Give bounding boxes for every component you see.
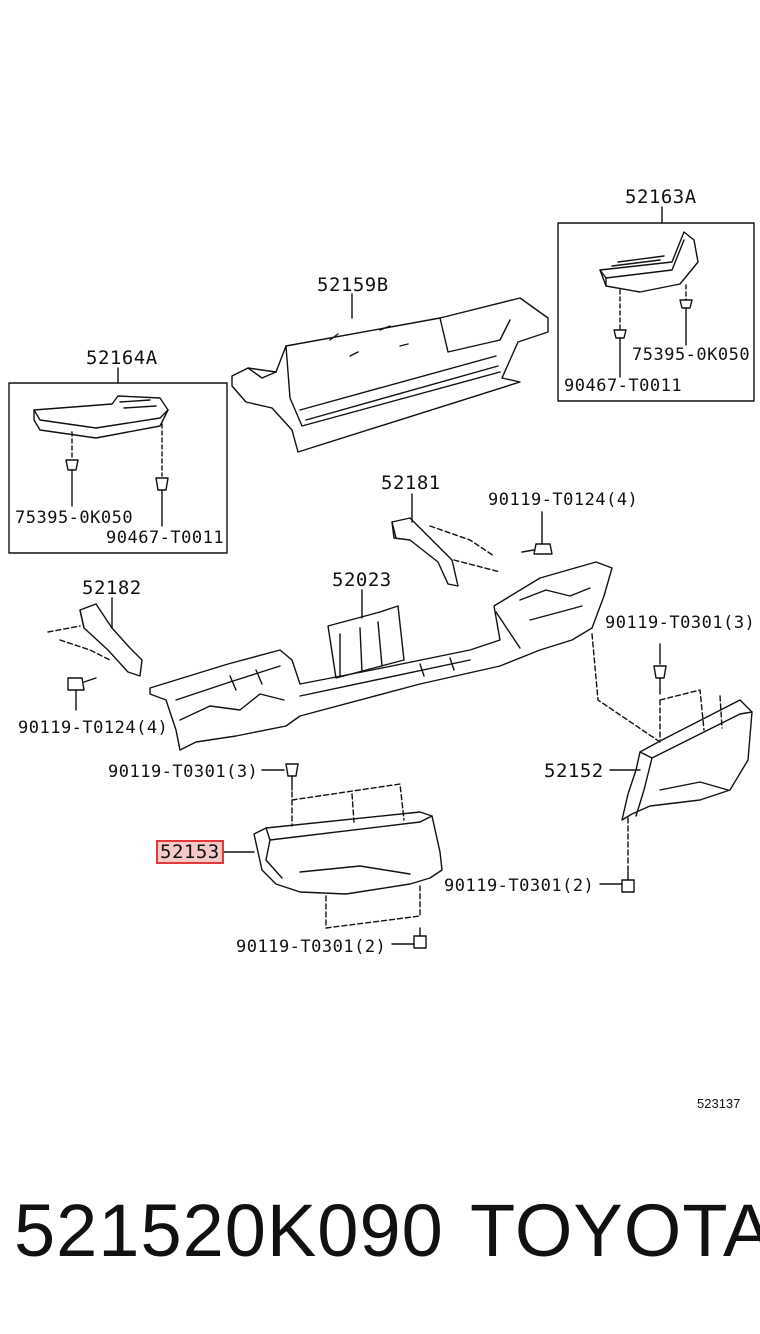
clip-right-a [679, 299, 693, 346]
label-52023[interactable]: 52023 [332, 569, 392, 591]
label-90119-T0124-upper[interactable]: 90119-T0124(4) [488, 490, 639, 510]
label-52182[interactable]: 52182 [82, 577, 142, 599]
cover-52152 [621, 699, 753, 821]
label-90119-T0301-2-right[interactable]: 90119-T0301(2) [444, 876, 595, 896]
clip-left-b [155, 477, 169, 527]
frame-52023 [149, 561, 613, 751]
bolt-52153-top [285, 763, 299, 791]
label-90119-T0124-lower[interactable]: 90119-T0124(4) [18, 718, 169, 738]
label-52153[interactable]: 52153 [156, 840, 224, 864]
bracket-52182 [79, 603, 143, 677]
bolt-52153-bottom [391, 927, 427, 949]
bolt-52152-top [653, 665, 667, 695]
step-body-52159B [231, 297, 549, 453]
label-52164A[interactable]: 52164A [86, 347, 158, 369]
bolt-52152-bottom [599, 871, 635, 893]
diagram-ref-code: 523137 [697, 1096, 741, 1111]
label-52159B[interactable]: 52159B [317, 274, 389, 296]
bolt-52181 [521, 543, 553, 555]
box-52163A [557, 222, 755, 402]
clip-left-a [65, 459, 79, 507]
footer-brand: TOYOTA [470, 1189, 760, 1272]
step-pad-left [33, 395, 169, 439]
bracket-52181 [391, 517, 459, 587]
label-90467-right[interactable]: 90467-T0011 [564, 376, 683, 396]
footer-part-number: 521520K090 [14, 1189, 444, 1272]
label-75395-right[interactable]: 75395-0K050 [632, 345, 751, 365]
cover-52153 [253, 811, 443, 895]
bolt-52182 [67, 677, 97, 691]
label-90119-T0301-3-left[interactable]: 90119-T0301(3) [108, 762, 259, 782]
label-90119-T0301-2-bottom[interactable]: 90119-T0301(2) [236, 937, 387, 957]
label-90119-T0301-3-right[interactable]: 90119-T0301(3) [605, 613, 756, 633]
label-52163A[interactable]: 52163A [625, 186, 697, 208]
label-52152[interactable]: 52152 [544, 760, 604, 782]
clip-right-b [613, 329, 627, 378]
step-pad-right [599, 231, 699, 293]
label-75395-left[interactable]: 75395-0K050 [15, 508, 134, 528]
label-52181[interactable]: 52181 [381, 472, 441, 494]
label-90467-left[interactable]: 90467-T0011 [106, 528, 225, 548]
